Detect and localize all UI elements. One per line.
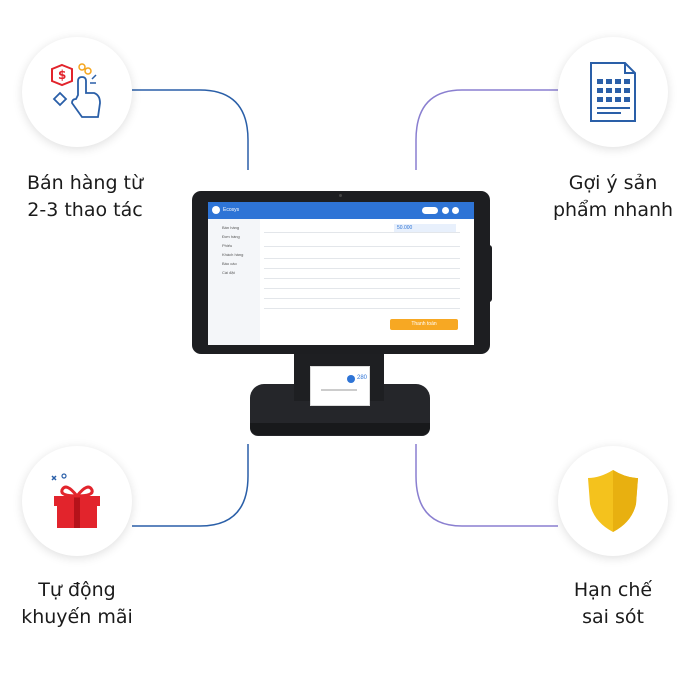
header-icon-a[interactable] [442,207,449,214]
feature-caption-promo: Tự động khuyến mãi [0,577,162,631]
table-divider [264,308,460,309]
sidebar-item[interactable]: Phiếu [222,243,233,248]
table-divider [264,258,460,259]
table-divider [264,278,460,279]
connector-top-right [415,89,558,170]
feature-caption-line1: Tự động [38,579,116,601]
feature-caption-line2: 2-3 thao tác [27,199,143,221]
connector-bottom-right [415,444,558,527]
pos-screen: Ecosys Bán hàng Đơn hàng Phiếu Khách hàn… [208,202,474,345]
feature-caption-line1: Bán hàng từ [26,172,144,194]
total-amount: 50.000 [397,225,413,231]
sidebar-item[interactable]: Bán hàng [222,225,240,230]
product-grid-icon [590,62,636,122]
pay-button[interactable]: Thanh toán [390,319,458,330]
feature-circle-suggest [558,37,668,147]
receipt-paper: 280 [310,366,370,406]
table-divider [264,288,460,289]
app-name: Ecosys [223,207,240,213]
pos-stand-base-front [250,423,430,435]
sidebar-item[interactable]: Khách hàng [222,252,244,257]
table-divider [264,298,460,299]
feature-caption-line2: sai sót [582,606,644,628]
gift-icon [51,473,100,528]
table-divider [264,246,460,247]
camera-dot [339,194,342,197]
feature-caption-line1: Gợi ý sản [568,172,658,194]
feature-circle-promo [22,446,132,556]
feature-caption-suggest: Gợi ý sản phẩm nhanh [528,170,690,224]
app-sidebar: Bán hàng Đơn hàng Phiếu Khách hàng Báo c… [208,219,260,345]
sidebar-item[interactable]: Đơn hàng [222,234,240,239]
connector-bottom-left [132,444,249,527]
receipt-number: 280 [357,375,368,381]
table-divider [264,268,460,269]
connector-top-left [132,89,249,170]
total-box: 50.000 [394,224,456,232]
header-pill[interactable] [422,207,438,214]
feature-caption-line1: Hạn chế [573,579,653,601]
table-divider [264,232,460,233]
sidebar-item[interactable]: Cài đặt [222,270,235,275]
receipt-logo [347,375,355,383]
shield-icon [588,470,638,532]
header-icon-b[interactable] [452,207,459,214]
feature-caption-sales: Bán hàng từ 2-3 thao tác [0,170,170,224]
svg-text:$: $ [58,68,66,82]
receipt-line [321,389,357,391]
app-logo-icon [212,206,220,214]
feature-circle-sales: $ [22,37,132,147]
feature-circle-error [558,446,668,556]
tap-hand-icon: $ [51,63,101,118]
feature-caption-line2: phẩm nhanh [552,199,674,221]
feature-caption-line2: khuyến mãi [21,606,133,628]
sidebar-item[interactable]: Báo cáo [222,261,237,266]
app-header: Ecosys [208,202,474,219]
feature-caption-error: Hạn chế sai sót [528,577,690,631]
